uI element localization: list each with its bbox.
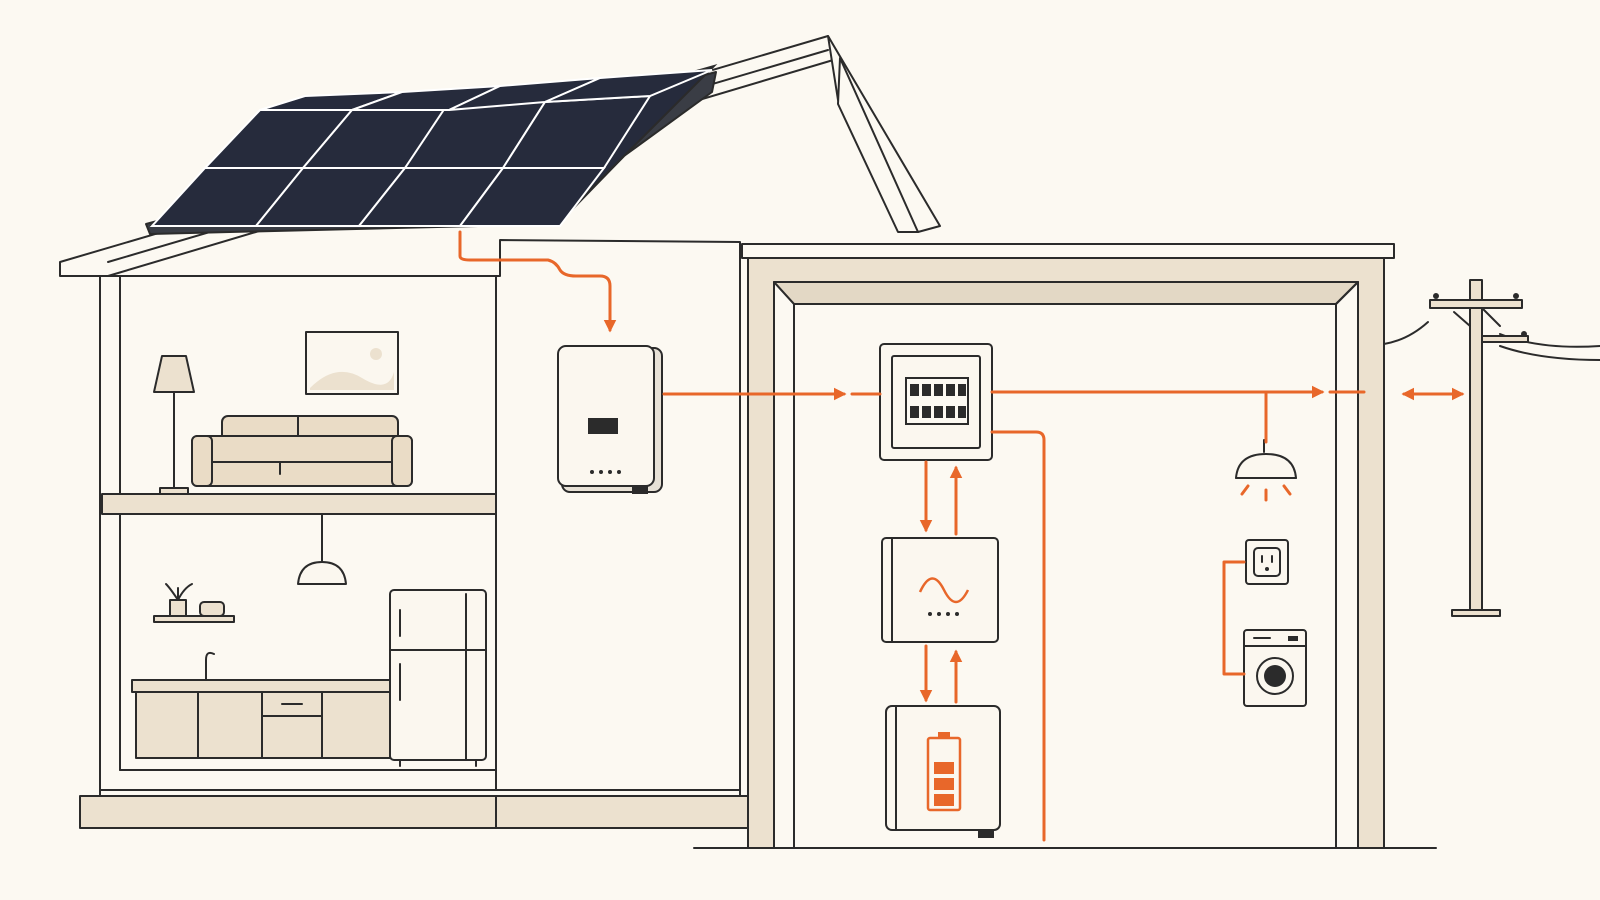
solar-panel: [544, 69, 713, 103]
ceiling-lamp: [1235, 439, 1297, 502]
flow-panel-to-outlets: [990, 430, 1046, 842]
floor-lamp: [153, 355, 195, 393]
hybrid-inverter: [881, 537, 999, 643]
refrigerator: [389, 589, 487, 767]
energy-flow: [458, 230, 1465, 842]
kitchen: [131, 513, 487, 767]
wall-outlet: [1245, 539, 1289, 585]
breaker-panel: [879, 343, 993, 461]
garage: [693, 243, 1437, 849]
wall-shelf: [153, 615, 235, 623]
garage-roof-cap: [741, 243, 1395, 259]
lamp-icon: [1235, 453, 1297, 479]
outlet-icon: [1253, 547, 1281, 577]
solar-inverter: [557, 345, 663, 494]
kitchen-counter: [131, 651, 391, 759]
battery-icon: [926, 732, 962, 812]
sofa: [191, 415, 413, 487]
solar-panels: [145, 63, 718, 235]
home-battery: [885, 705, 1001, 838]
washing-machine: [1243, 629, 1307, 707]
roof-gable-inner: [837, 57, 919, 233]
flow-outlet-to-washer: [1222, 560, 1246, 676]
faucet: [205, 651, 215, 681]
living-room: [101, 331, 497, 515]
grid-wire: [1383, 321, 1429, 345]
house-foundation: [79, 795, 753, 829]
sine-wave-icon: [918, 577, 970, 604]
floor-slab: [101, 493, 497, 515]
utility-pole: [1383, 279, 1600, 617]
flow-panels-to-inverter: [458, 230, 617, 333]
pendant-lamp: [297, 561, 347, 585]
